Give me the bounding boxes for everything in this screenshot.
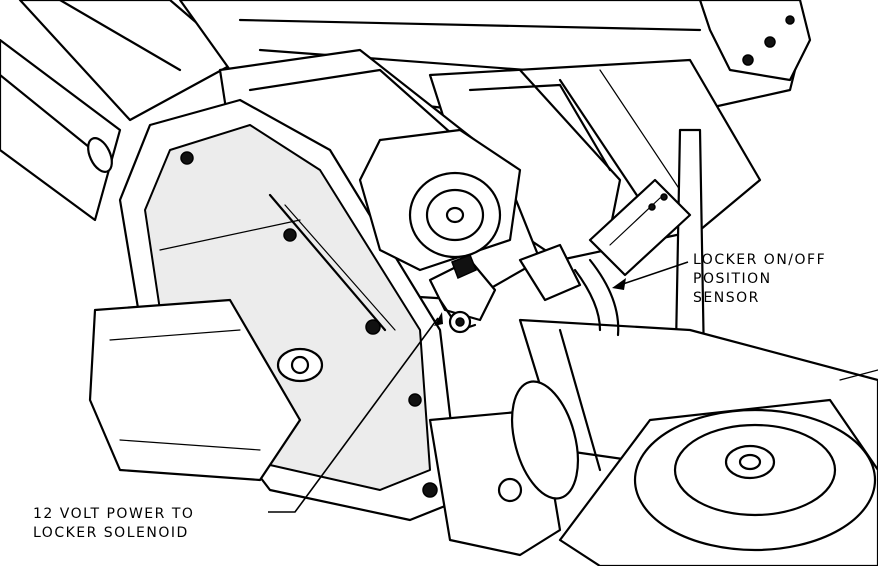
upper-bushing <box>358 128 522 272</box>
sensor-label-line1: LOCKER ON/OFF <box>693 252 826 268</box>
position-sensor <box>518 178 692 337</box>
sensor-label-line3: SENSOR <box>693 290 760 306</box>
left-axle-tube <box>0 0 242 222</box>
bushing-mount <box>558 369 878 566</box>
lower-flange <box>88 298 324 482</box>
solenoid-connector <box>428 254 497 334</box>
power-label: 12 VOLT POWER TO LOCKER SOLENOID <box>33 506 194 541</box>
front-cover-plate <box>118 98 462 522</box>
power-label-line1: 12 VOLT POWER TO <box>33 506 194 522</box>
cover-bolts <box>180 151 438 498</box>
leader-lines <box>268 261 689 513</box>
sensor-label-line2: POSITION <box>693 271 772 287</box>
sensor-label: LOCKER ON/OFF POSITION SENSOR <box>693 252 826 306</box>
power-label-line2: LOCKER SOLENOID <box>33 525 189 541</box>
